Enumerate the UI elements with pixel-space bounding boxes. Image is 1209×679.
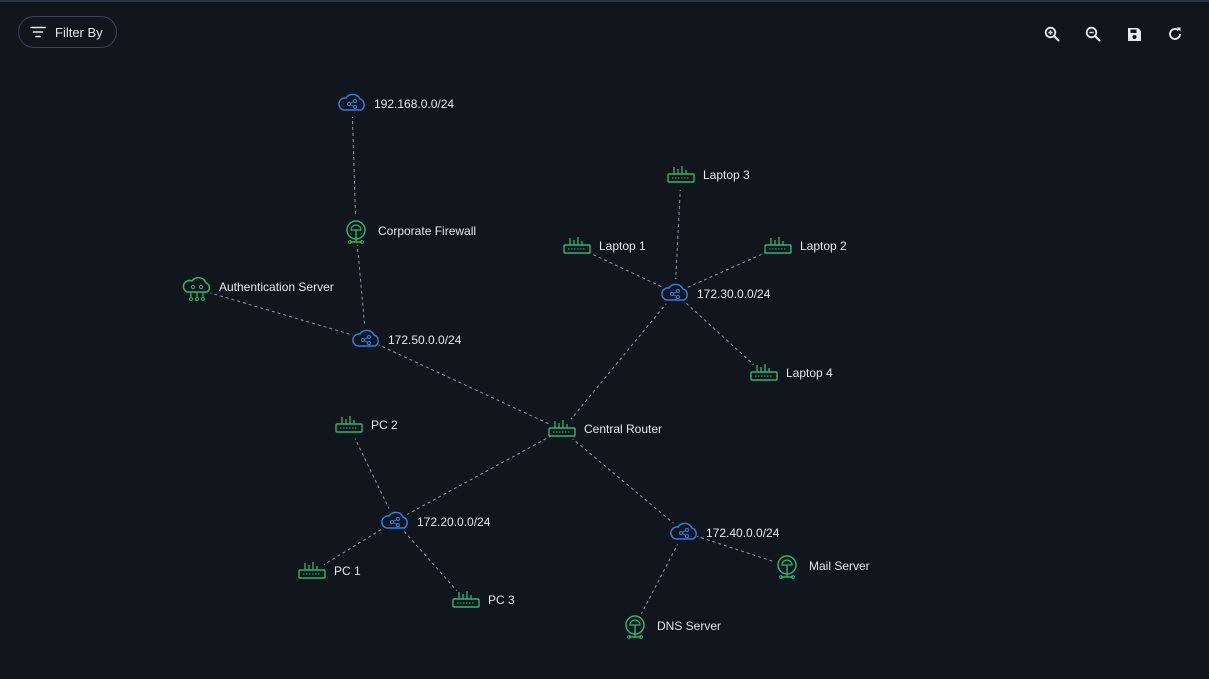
edge-net30-router bbox=[561, 292, 676, 431]
refresh-button[interactable] bbox=[1163, 22, 1187, 46]
node-pc3[interactable]: PC 3 bbox=[452, 587, 515, 615]
edge-net50-router bbox=[365, 338, 563, 431]
node-pc1[interactable]: PC 1 bbox=[298, 558, 361, 586]
node-fw[interactable]: Corporate Firewall bbox=[342, 217, 476, 245]
node-net20[interactable]: 172.20.0.0/24 bbox=[381, 507, 491, 535]
edge-pc2-net20 bbox=[348, 425, 396, 522]
edge-pc3-net20 bbox=[394, 520, 467, 602]
node-label: Corporate Firewall bbox=[378, 224, 476, 238]
zoom-out-icon bbox=[1085, 26, 1101, 42]
edge-router-net20 bbox=[394, 429, 563, 522]
edge-lap1-net30 bbox=[576, 246, 676, 294]
node-net30[interactable]: 172.30.0.0/24 bbox=[661, 279, 771, 307]
refresh-icon bbox=[1169, 27, 1181, 40]
node-mail[interactable]: Mail Server bbox=[773, 552, 870, 580]
edge-lap3-net30 bbox=[674, 175, 682, 294]
node-net192[interactable]: 192.168.0.0/24 bbox=[338, 89, 454, 117]
node-label: PC 1 bbox=[334, 564, 361, 578]
edge-fw-net50 bbox=[355, 230, 367, 340]
node-label: Laptop 3 bbox=[703, 168, 750, 182]
node-router[interactable]: Central Router bbox=[548, 416, 662, 444]
filter-by-label: Filter By bbox=[55, 24, 103, 40]
zoom-in-icon bbox=[1044, 26, 1060, 42]
node-label: 172.30.0.0/24 bbox=[697, 287, 771, 301]
node-lap4[interactable]: Laptop 4 bbox=[750, 360, 833, 388]
edge-lap4-net30 bbox=[674, 292, 765, 375]
edge-net192-fw bbox=[351, 102, 357, 232]
filter-icon bbox=[30, 26, 46, 38]
node-label: Central Router bbox=[584, 422, 662, 436]
node-label: Mail Server bbox=[809, 559, 870, 573]
node-label: 172.40.0.0/24 bbox=[706, 526, 780, 540]
edge-net40-dns bbox=[634, 531, 685, 627]
edge-auth-net50 bbox=[196, 288, 367, 340]
save-icon bbox=[1127, 27, 1141, 41]
node-dns[interactable]: DNS Server bbox=[621, 612, 721, 640]
node-net50[interactable]: 172.50.0.0/24 bbox=[352, 325, 462, 353]
edge-router-net40 bbox=[561, 429, 685, 533]
zoom-out-button[interactable] bbox=[1081, 22, 1105, 46]
filter-by-button[interactable]: Filter By bbox=[18, 16, 117, 48]
node-label: PC 3 bbox=[488, 593, 515, 607]
node-lap3[interactable]: Laptop 3 bbox=[667, 162, 750, 190]
node-label: 192.168.0.0/24 bbox=[374, 97, 454, 111]
edge-net40-mail bbox=[683, 531, 788, 567]
zoom-in-button[interactable] bbox=[1040, 22, 1064, 46]
save-button[interactable] bbox=[1122, 22, 1146, 46]
node-pc2[interactable]: PC 2 bbox=[335, 412, 398, 440]
node-lap2[interactable]: Laptop 2 bbox=[764, 233, 847, 261]
node-label: PC 2 bbox=[371, 418, 398, 432]
node-auth[interactable]: Authentication Server bbox=[182, 275, 334, 303]
node-net40[interactable]: 172.40.0.0/24 bbox=[670, 518, 780, 546]
node-label: 172.50.0.0/24 bbox=[388, 333, 462, 347]
edge-lap2-net30 bbox=[674, 246, 779, 294]
edge-pc1-net20 bbox=[311, 520, 396, 573]
node-label: Laptop 1 bbox=[599, 239, 646, 253]
node-label: 172.20.0.0/24 bbox=[417, 515, 491, 529]
diagram-toolbar bbox=[1040, 22, 1187, 46]
edges-layer bbox=[196, 102, 788, 627]
node-label: DNS Server bbox=[657, 619, 721, 633]
node-label: Laptop 4 bbox=[786, 366, 833, 380]
node-lap1[interactable]: Laptop 1 bbox=[563, 233, 646, 261]
node-label: Laptop 2 bbox=[800, 239, 847, 253]
node-label: Authentication Server bbox=[219, 280, 334, 294]
